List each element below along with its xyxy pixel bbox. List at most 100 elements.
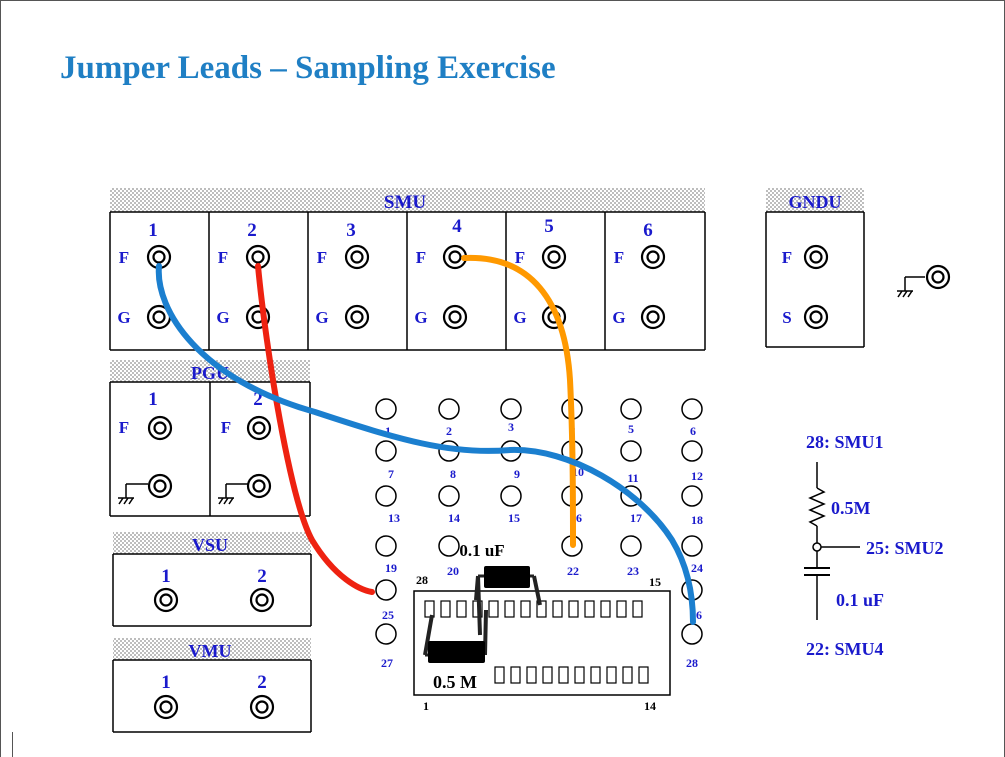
matrix-pin-1[interactable] [375, 398, 397, 420]
schematic-node-top: 28: SMU1 [806, 432, 884, 452]
ic-pin-28-label: 28 [416, 573, 428, 587]
smu-channel-2-number: 2 [247, 220, 257, 241]
smu-1-guard-label: G [117, 308, 130, 327]
matrix-pin-20[interactable] [438, 535, 460, 557]
slide-frame-left [0, 0, 1, 757]
smu-2-force-label: F [218, 248, 228, 267]
smu-6-guard-connector[interactable] [640, 304, 666, 330]
matrix-pin-label: 15 [508, 511, 520, 525]
vsu-channel-1-number: 1 [161, 566, 171, 587]
schematic-resistor-label: 0.5M [831, 498, 871, 518]
pgu-header-bar [110, 360, 310, 382]
matrix-pin-19[interactable] [375, 535, 397, 557]
gndu-sense-label: S [782, 308, 791, 327]
matrix-pin-label: 8 [450, 467, 456, 481]
smu-channel-5-number: 5 [544, 216, 554, 237]
orange-jumper-lead[interactable] [461, 254, 576, 548]
matrix-pin-label: 20 [447, 564, 459, 578]
matrix-pin-label: 13 [388, 511, 400, 525]
capacitor-body [484, 566, 530, 588]
pgu-channel-2-number: 2 [253, 389, 263, 410]
pgu-2-force-label: F [221, 418, 231, 437]
pgu-1-output-connector[interactable] [147, 415, 173, 441]
vmu-module: VMU 1 2 [112, 638, 312, 733]
pgu-channel-1-number: 1 [148, 389, 158, 410]
pgu-module: PGU 1 F 2 F [109, 360, 311, 517]
gndu-force-connector[interactable] [803, 244, 829, 270]
ic-pin-14-label: 14 [644, 699, 656, 713]
matrix-pin-label: 5 [628, 422, 634, 436]
smu-header-bar [110, 188, 705, 212]
ground-icon [896, 276, 914, 298]
ic-bottom-pin-row [494, 666, 649, 684]
pgu-1-ground-connector[interactable] [147, 473, 173, 499]
matrix-pin-25[interactable] [375, 579, 397, 601]
matrix-pin-3[interactable] [500, 398, 522, 420]
matrix-pin-23[interactable] [620, 535, 642, 557]
matrix-pin-15[interactable] [500, 485, 522, 507]
matrix-pin-label: 14 [448, 511, 460, 525]
matrix-pin-6[interactable] [681, 398, 703, 420]
smu-4-guard-connector[interactable] [442, 304, 468, 330]
schematic-node-bottom: 22: SMU4 [806, 639, 884, 659]
matrix-pin-18[interactable] [681, 485, 703, 507]
smu-3-force-connector[interactable] [344, 244, 370, 270]
matrix-pin-7[interactable] [375, 440, 397, 462]
vsu-channel-2-number: 2 [257, 566, 267, 587]
chassis-ground [896, 264, 951, 298]
matrix-pin-label: 19 [385, 561, 397, 575]
vmu-2-connector[interactable] [249, 694, 275, 720]
capacitor-label: 0.1 uF [459, 541, 504, 560]
smu-5-force-connector[interactable] [541, 244, 567, 270]
ic-top-pin-row [424, 600, 643, 618]
schematic-node-mid: 25: SMU2 [866, 538, 944, 558]
smu-3-guard-label: G [315, 308, 328, 327]
matrix-pin-label: 23 [627, 564, 639, 578]
resistor-body [428, 641, 485, 663]
matrix-pin-2[interactable] [438, 398, 460, 420]
matrix-pin-14[interactable] [438, 485, 460, 507]
smu-3-force-label: F [317, 248, 327, 267]
pgu-2-output-connector[interactable] [246, 415, 272, 441]
pgu-2-ground-connector[interactable] [246, 473, 272, 499]
matrix-pin-5[interactable] [620, 398, 642, 420]
vsu-2-connector[interactable] [249, 587, 275, 613]
matrix-pin-28[interactable] [681, 623, 703, 645]
vmu-header-bar [113, 638, 311, 660]
matrix-pin-label: 28 [686, 656, 698, 670]
resistor-label: 0.5 M [433, 672, 477, 692]
vmu-1-connector[interactable] [153, 694, 179, 720]
matrix-pin-label: 25 [382, 608, 394, 622]
matrix-pin-label: 22 [567, 564, 579, 578]
vsu-label: VSU [192, 535, 228, 555]
gndu-sense-connector[interactable] [803, 304, 829, 330]
slide-frame-stub [12, 732, 13, 757]
matrix-pin-27[interactable] [375, 623, 397, 645]
smu-4-guard-label: G [414, 308, 427, 327]
ground-icon [217, 483, 235, 505]
matrix-pin-label: 18 [691, 513, 703, 527]
matrix-pin-label: 2 [446, 424, 452, 438]
smu-6-force-connector[interactable] [640, 244, 666, 270]
chassis-ground-connector[interactable] [925, 264, 951, 290]
vmu-channel-1-number: 1 [161, 672, 171, 693]
smu-3-guard-connector[interactable] [344, 304, 370, 330]
matrix-pin-label: 7 [388, 467, 394, 481]
matrix-pin-label: 24 [691, 561, 703, 575]
matrix-pin-label: 12 [691, 469, 703, 483]
matrix-pin-11[interactable] [620, 440, 642, 462]
vmu-channel-2-number: 2 [257, 672, 267, 693]
blue-jumper-lead[interactable] [155, 263, 696, 625]
matrix-pin-13[interactable] [375, 485, 397, 507]
smu-4-force-label: F [416, 248, 426, 267]
matrix-pin-12[interactable] [681, 440, 703, 462]
slide-frame-top [0, 0, 1005, 1]
matrix-pin-label: 6 [690, 424, 696, 438]
smu-1-force-label: F [119, 248, 129, 267]
red-jumper-lead[interactable] [255, 263, 375, 595]
schematic: 28: SMU1 0.5M 25: SMU2 0.1 uF 22: SMU4 [804, 432, 944, 659]
vsu-1-connector[interactable] [153, 587, 179, 613]
matrix-pin-label: 1 [385, 424, 391, 438]
matrix-pin-24[interactable] [681, 535, 703, 557]
